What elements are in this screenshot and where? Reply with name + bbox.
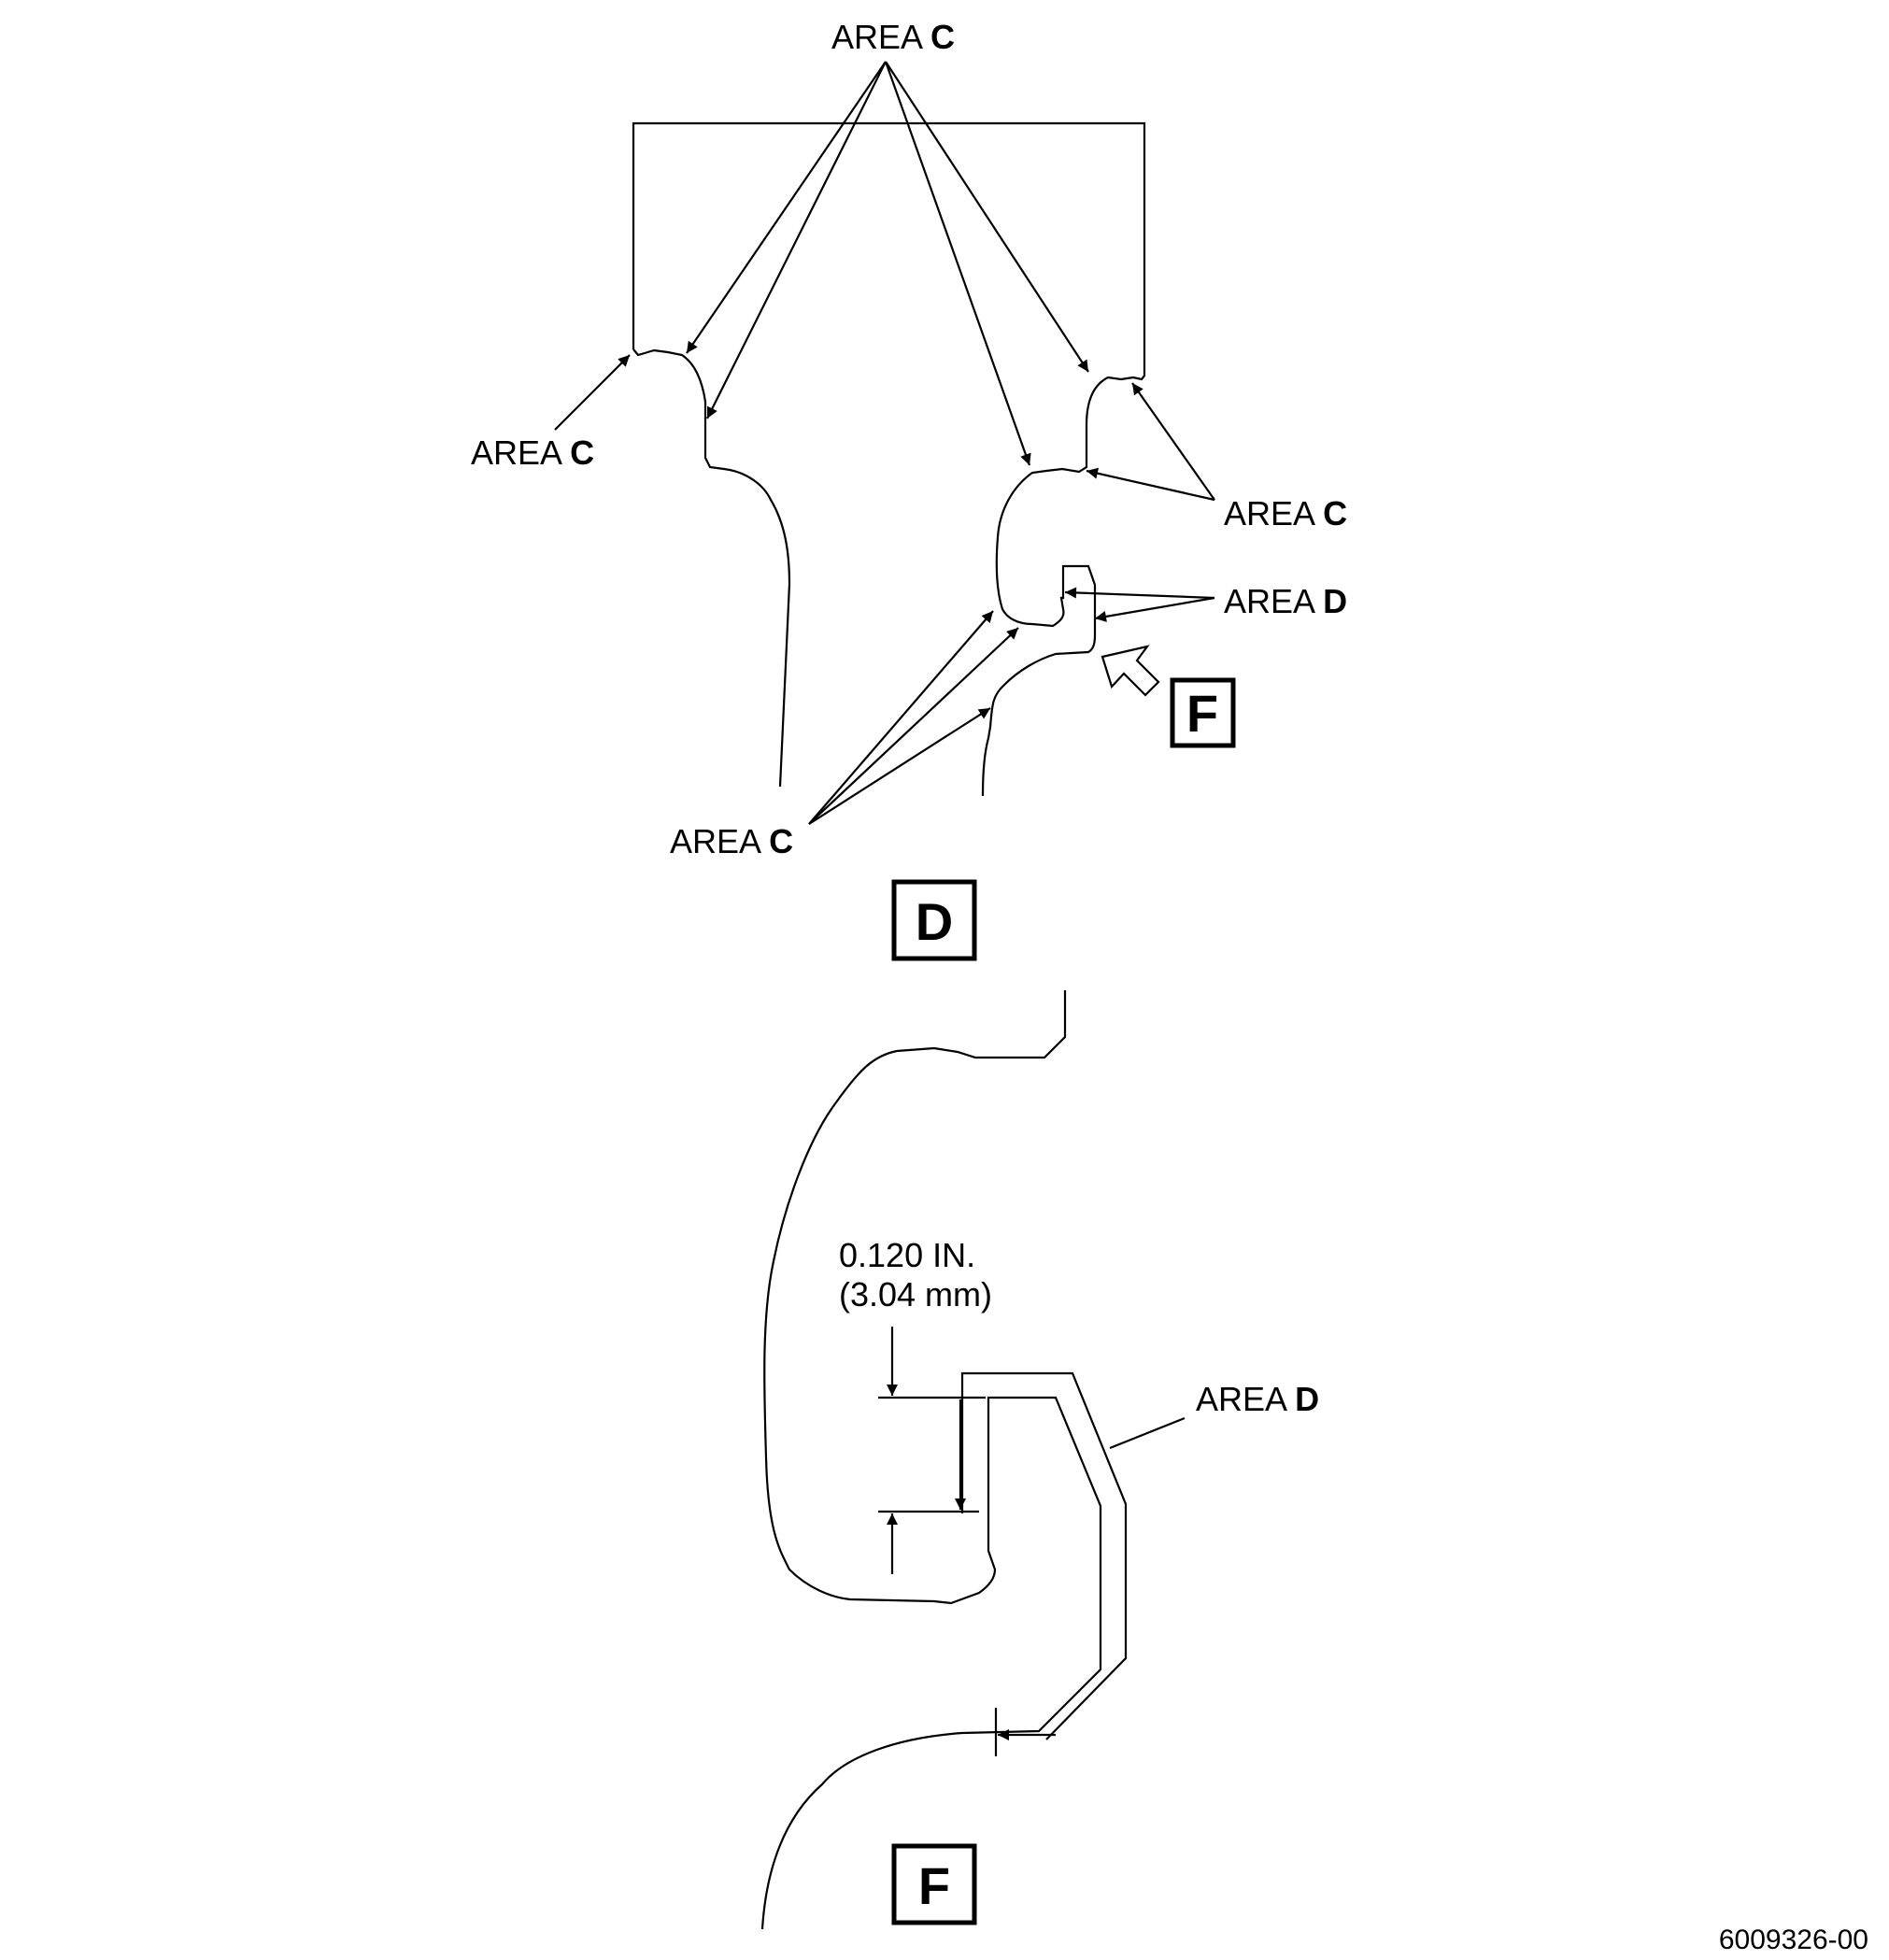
leader-arrow: [808, 627, 1019, 825]
leader-arrow: [1131, 382, 1215, 501]
leader-arrow: [808, 610, 994, 825]
view-f-identifier-letter: F: [918, 1856, 950, 1915]
dimension-inches: 0.120 IN.: [839, 1236, 975, 1274]
view-f-reference-letter: F: [1186, 684, 1218, 743]
view-d-outline: [632, 121, 1146, 797]
leader-arrow: [1086, 467, 1215, 502]
leader-arrow: [1064, 587, 1215, 600]
view-f-area-d-outer: [960, 1371, 1128, 1740]
leader-arrow: [884, 61, 1031, 466]
view-f-drawing: 0.120 IN. (3.04 mm) AREA D F: [760, 990, 1319, 1930]
figure-number: 6009326-00: [1719, 1924, 1868, 1955]
area-c-right-label: AREA C: [1224, 494, 1347, 533]
leader-arrow: [885, 61, 1089, 373]
view-f-part-outline: [760, 990, 1102, 1930]
view-d-left-profile: [632, 348, 791, 788]
area-c-left-label: AREA C: [471, 433, 594, 472]
leader-arrow: [686, 61, 887, 354]
area-d-right-label: AREA D: [1224, 582, 1347, 620]
leader-arrow: [706, 61, 887, 419]
area-c-bottom-label: AREA C: [670, 822, 793, 860]
view-d-drawing: AREA C AREA C AREA C AREA D F AREA C D: [471, 18, 1347, 961]
view-f-identifier-box: [891, 1843, 977, 1925]
leader-line: [1109, 1416, 1186, 1450]
area-d-label: AREA D: [1196, 1380, 1319, 1418]
leader-arrow: [808, 707, 991, 825]
view-d-identifier-box: [891, 879, 977, 961]
leader-arrow: [554, 354, 631, 431]
view-arrow-hollow: [1101, 645, 1160, 697]
view-d-identifier-letter: D: [916, 892, 953, 951]
view-f-reference-box: [1170, 677, 1236, 748]
area-c-top-label: AREA C: [831, 18, 955, 56]
leader-arrow: [1094, 596, 1215, 622]
dimension-metric: (3.04 mm): [839, 1275, 992, 1314]
